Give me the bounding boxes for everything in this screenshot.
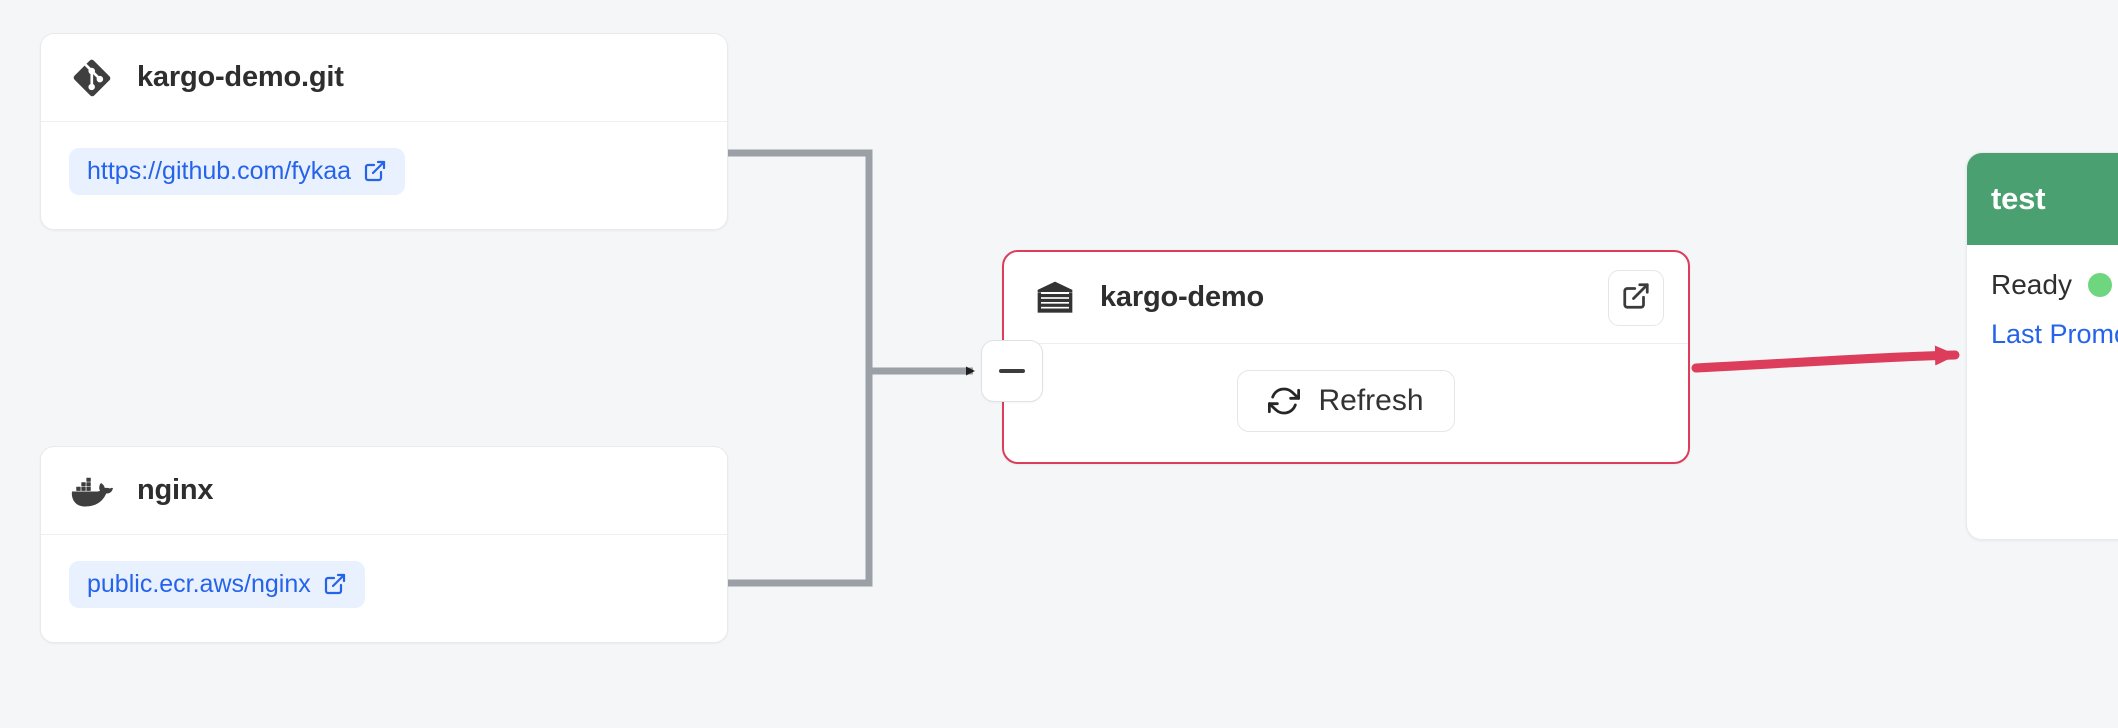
refresh-icon <box>1268 385 1301 417</box>
external-link-icon <box>1621 281 1651 314</box>
stage-test-status-label: Ready <box>1991 269 2072 300</box>
status-dot-green-icon <box>2087 273 2112 297</box>
git-repo-url-label: https://github.com/fykaa <box>87 157 352 185</box>
refresh-button[interactable]: Refresh <box>1237 370 1455 432</box>
stage-test-body: Ready Last Promotion <box>1967 245 2118 539</box>
git-repo-body: https://github.com/fykaa <box>41 122 727 229</box>
warehouse-collapse-button[interactable] <box>981 340 1043 402</box>
external-link-icon <box>323 572 347 596</box>
image-repo-title: nginx <box>137 474 214 506</box>
image-repo-body: public.ecr.aws/nginx <box>41 535 727 642</box>
stage-test-status-row: Ready <box>1991 269 2118 301</box>
image-repo-url-chip[interactable]: public.ecr.aws/nginx <box>69 561 365 608</box>
image-repo-header: nginx <box>41 447 727 535</box>
node-image-repo[interactable]: nginx public.ecr.aws/nginx <box>40 446 728 643</box>
edge-image-to-warehouse <box>728 371 873 587</box>
minus-icon <box>999 369 1025 373</box>
git-repo-url-chip[interactable]: https://github.com/fykaa <box>69 148 406 195</box>
git-repo-header: kargo-demo.git <box>41 34 727 122</box>
refresh-button-label: Refresh <box>1318 384 1424 417</box>
git-icon <box>69 55 115 101</box>
stage-test-last-promotion-link[interactable]: Last Promotion <box>1991 319 2118 349</box>
node-warehouse[interactable]: kargo-demo <box>1002 250 1690 464</box>
node-stage-test[interactable]: test Ready Last Promotion <box>1966 152 2118 540</box>
warehouse-header: kargo-demo <box>1004 252 1688 344</box>
stage-test-name: test <box>1991 181 2046 216</box>
external-link-icon <box>363 159 387 183</box>
node-git-repo[interactable]: kargo-demo.git https://github.com/fykaa <box>40 33 728 230</box>
edge-git-to-warehouse <box>728 149 873 371</box>
warehouse-title: kargo-demo <box>1100 281 1264 313</box>
stage-test-header: test <box>1967 153 2118 245</box>
image-repo-url-label: public.ecr.aws/nginx <box>87 570 311 598</box>
docker-icon <box>69 468 115 514</box>
git-repo-title: kargo-demo.git <box>137 61 344 93</box>
warehouse-icon <box>1032 275 1078 321</box>
warehouse-open-external-button[interactable] <box>1608 269 1664 326</box>
warehouse-body: Refresh <box>1004 344 1688 462</box>
edge-warehouse-to-stage-test <box>1691 345 1960 373</box>
